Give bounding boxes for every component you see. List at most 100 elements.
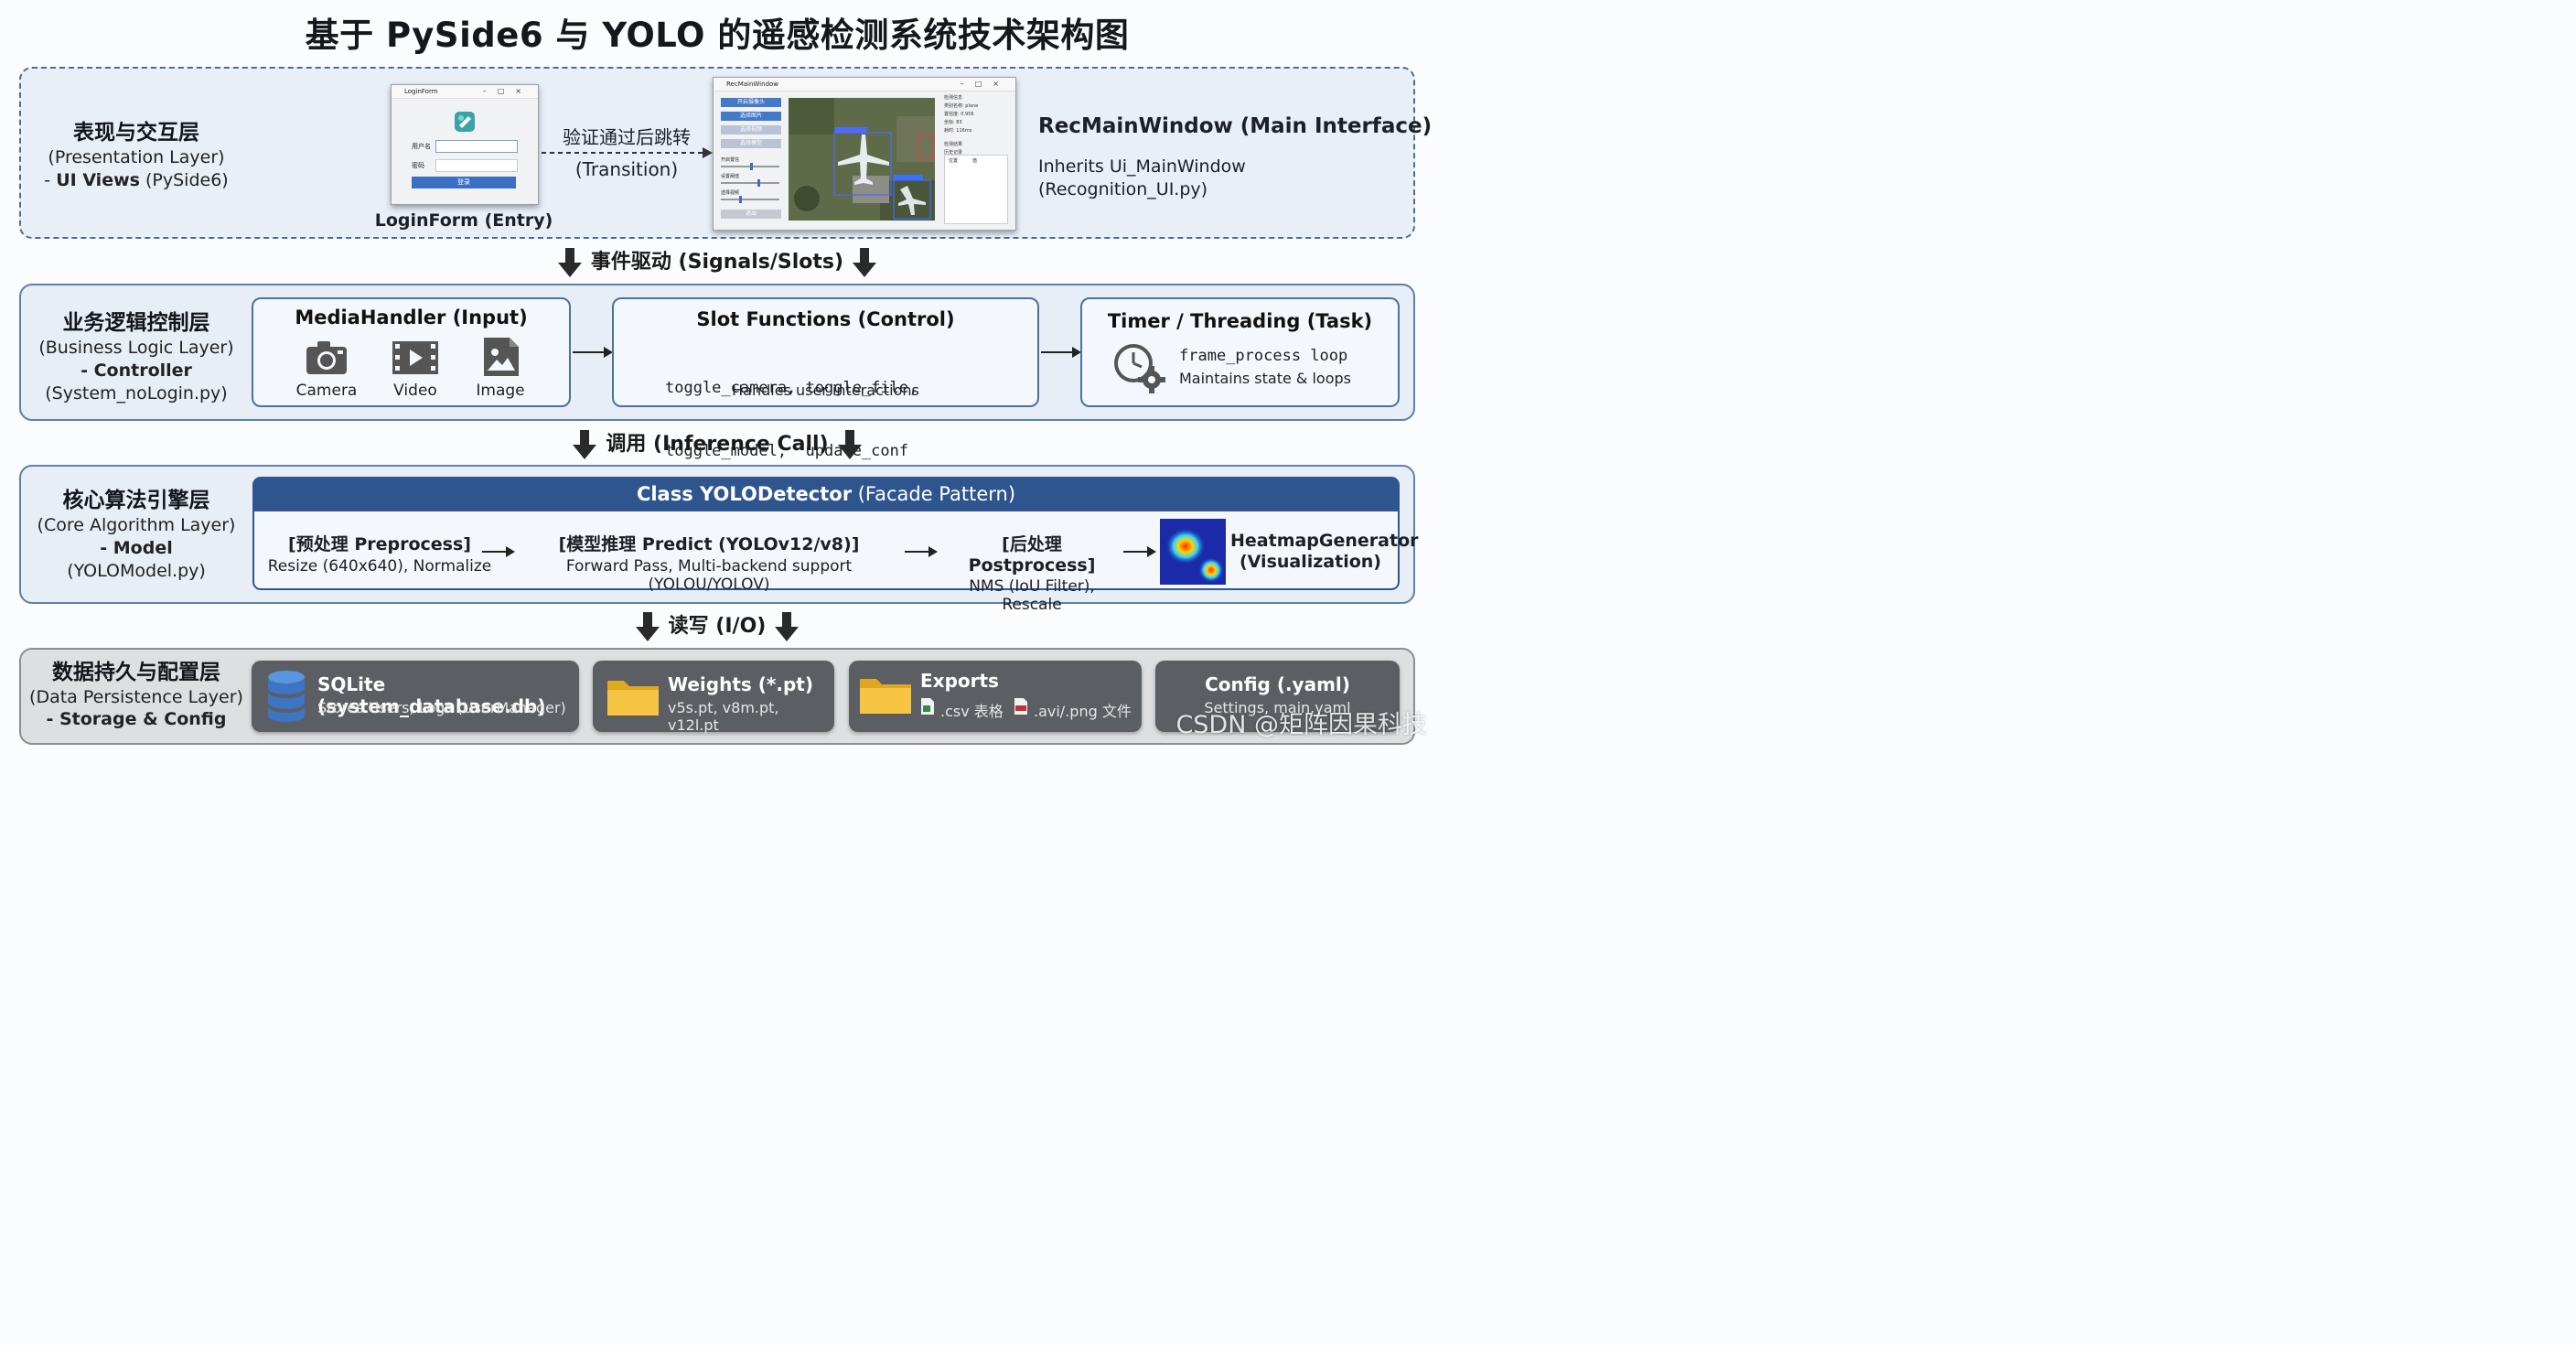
slot-functions-box: Slot Functions (Control) toggle_camera, … [612,297,1039,460]
weights-box: Weights (*.pt) v5s.pt, v8m.pt, v12l.pt [593,661,834,734]
iou-slider[interactable] [721,179,779,187]
exports-img: .avi/.png 文件 [1034,703,1132,720]
down-arrow-icon [635,612,660,641]
timer-desc: Maintains state & loops [1179,370,1351,387]
airplane-icon [898,186,926,215]
business-layer-file: (System_noLogin.py) [45,383,228,404]
sqlite-title: SQLite (system_database.db) [317,673,546,717]
conf-slider[interactable] [721,163,779,170]
password-input[interactable] [435,159,518,172]
heatmap-generator-label: HeatmapGenerator (Visualization) [1230,531,1419,573]
core-layer-label: 核心算法引擎层 (Core Algorithm Layer) - Model (… [22,487,251,583]
airplane-icon [838,134,889,185]
select-video-button[interactable]: 选择视频 [721,125,781,134]
storage-layer-label: 数据持久与配置层 (Data Persistence Layer) - Stor… [22,659,251,730]
camera-button[interactable]: 开启摄像头 [721,98,781,107]
select-image-button[interactable]: 选择图片 [721,112,781,121]
core-layer-en: (Core Algorithm Layer) [37,515,236,535]
video-slider[interactable] [721,196,779,203]
password-label: 密码 [412,162,424,169]
heatmap-title-1: HeatmapGenerator [1230,531,1419,551]
media-image-label: Image [476,382,525,400]
main-window-title: RecMainWindow [726,81,779,88]
postprocess-title: [后处理 Postprocess] [968,534,1096,576]
select-model-button[interactable]: 选择模型 [721,139,781,148]
preprocess-title: [预处理 Preprocess] [288,534,471,554]
main-interface-desc-1: Inherits Ui_MainWindow [1038,156,1246,177]
main-interface-desc-2: (Recognition_UI.py) [1038,179,1208,199]
transition-label-en: (Transition) [574,158,679,180]
predict-desc: Forward Pass, Multi-backend support (YOL… [565,557,853,594]
username-input[interactable] [435,140,518,153]
postprocess-step: [后处理 Postprocess] NMS (IoU Filter), Resc… [937,531,1127,614]
info-title: 检测信息 [944,95,963,101]
business-layer-title: 业务逻辑控制层 [62,311,210,335]
login-button[interactable]: 登录 [412,177,516,188]
satellite-image [789,98,935,221]
core-layer-title: 核心算法引擎层 [62,489,210,512]
login-form-caption: LoginForm (Entry) [374,210,553,231]
info-line-coord: 坐标: 83 [944,120,962,125]
core-layer-file: (YOLOModel.py) [67,561,206,581]
slot-code-line-1: toggle_camera, toggle_file, [665,379,918,397]
flow-io-label: 读写 (I/O) [668,615,767,638]
storage-config-label: - Storage & Config [46,709,227,729]
video-icon [392,341,438,374]
transition-arrow [542,147,713,158]
database-icon [268,671,305,722]
main-window-thumbnail: RecMainWindow–□× 开启摄像头 选择图片 选择视频 选择模型 开启… [713,77,1016,231]
main-interface-title: RecMainWindow (Main Interface) [1038,114,1433,138]
flow-signals-slots: 事件驱动 (Signals/Slots) [0,245,1434,277]
transition-label-zh: 验证通过后跳转 [563,126,691,148]
flow-io: 读写 (I/O) [0,609,1434,641]
ui-views-label: UI Views [56,170,140,190]
main-interface-desc: Inherits Ui_MainWindow (Recognition_UI.p… [1038,156,1246,201]
preprocess-step: [预处理 Preprocess] Resize (640x640), Norma… [265,531,494,576]
clock-gear-icon [1114,344,1165,393]
exports-box: Exports .csv 表格 .avi/.png 文件 [849,661,1142,732]
yolo-detector-class: Class YOLODetector [636,483,853,505]
storage-layer-title: 数据持久与配置层 [52,661,220,684]
heatmap-title-2: (Visualization) [1240,552,1381,572]
timer-threading-box: Timer / Threading (Task) frame_process l… [1080,297,1400,407]
app-logo-icon [455,112,475,132]
window-controls-icon: –□× [482,87,532,95]
model-label: - Model [100,538,173,558]
arrow-media-to-slot [573,347,613,358]
image-icon [484,338,519,376]
presentation-layer-label: 表现与交互层 (Presentation Layer) - UI Views (… [22,119,251,192]
flow-inference-label: 调用 (Inference Call) [606,433,829,456]
table-subtitle: 历史记录 [944,150,963,156]
page-title: 基于 PySide6 与 YOLO 的遥感检测系统技术架构图 [305,16,1130,55]
arrow-slot-to-timer [1041,347,1081,358]
slider2-label: 设置阈值 [721,174,740,179]
facade-pattern-label: (Facade Pattern) [852,483,1016,505]
camera-icon [306,341,347,374]
slot-functions-code: toggle_camera, toggle_file, toggle_model… [665,336,918,504]
results-table[interactable]: 位置 值 [944,155,1008,224]
media-handler-box: MediaHandler (Input) Camera Video Image [252,297,571,407]
down-arrow-icon [557,248,582,277]
media-camera-label: Camera [295,382,358,400]
media-video-label: Video [393,382,437,400]
info-line-time: 耗时: 116ms [944,128,972,134]
slot-code-line-2: toggle_model, update_conf [665,442,909,460]
predict-title: [模型推理 Predict (YOLOv12/v8)] [558,534,860,554]
predict-step: [模型推理 Predict (YOLOv12/v8)] Forward Pass… [517,531,901,594]
results-col2: 值 [972,158,978,164]
table-title: 检测结果 [944,142,963,147]
exports-csv: .csv 表格 [940,703,1004,720]
storage-layer-en: (Data Persistence Layer) [29,687,243,707]
timer-threading-title: Timer / Threading (Task) [1107,310,1373,332]
business-layer-en: (Business Logic Layer) [38,338,234,358]
results-col1: 位置 [949,158,959,164]
preprocess-desc: Resize (640x640), Normalize [267,557,492,576]
down-arrow-icon [837,430,862,459]
slot-functions-desc: Handles user interactions [732,382,919,399]
flow-inference-call: 调用 (Inference Call) [0,427,1434,459]
pyside6-label: (PySide6) [139,170,229,190]
exit-button[interactable]: 退出 [721,210,781,219]
media-handler-title: MediaHandler (Input) [295,307,528,328]
slider1-label: 开启置信 [721,157,740,163]
presentation-layer-title: 表现与交互层 [73,121,199,145]
